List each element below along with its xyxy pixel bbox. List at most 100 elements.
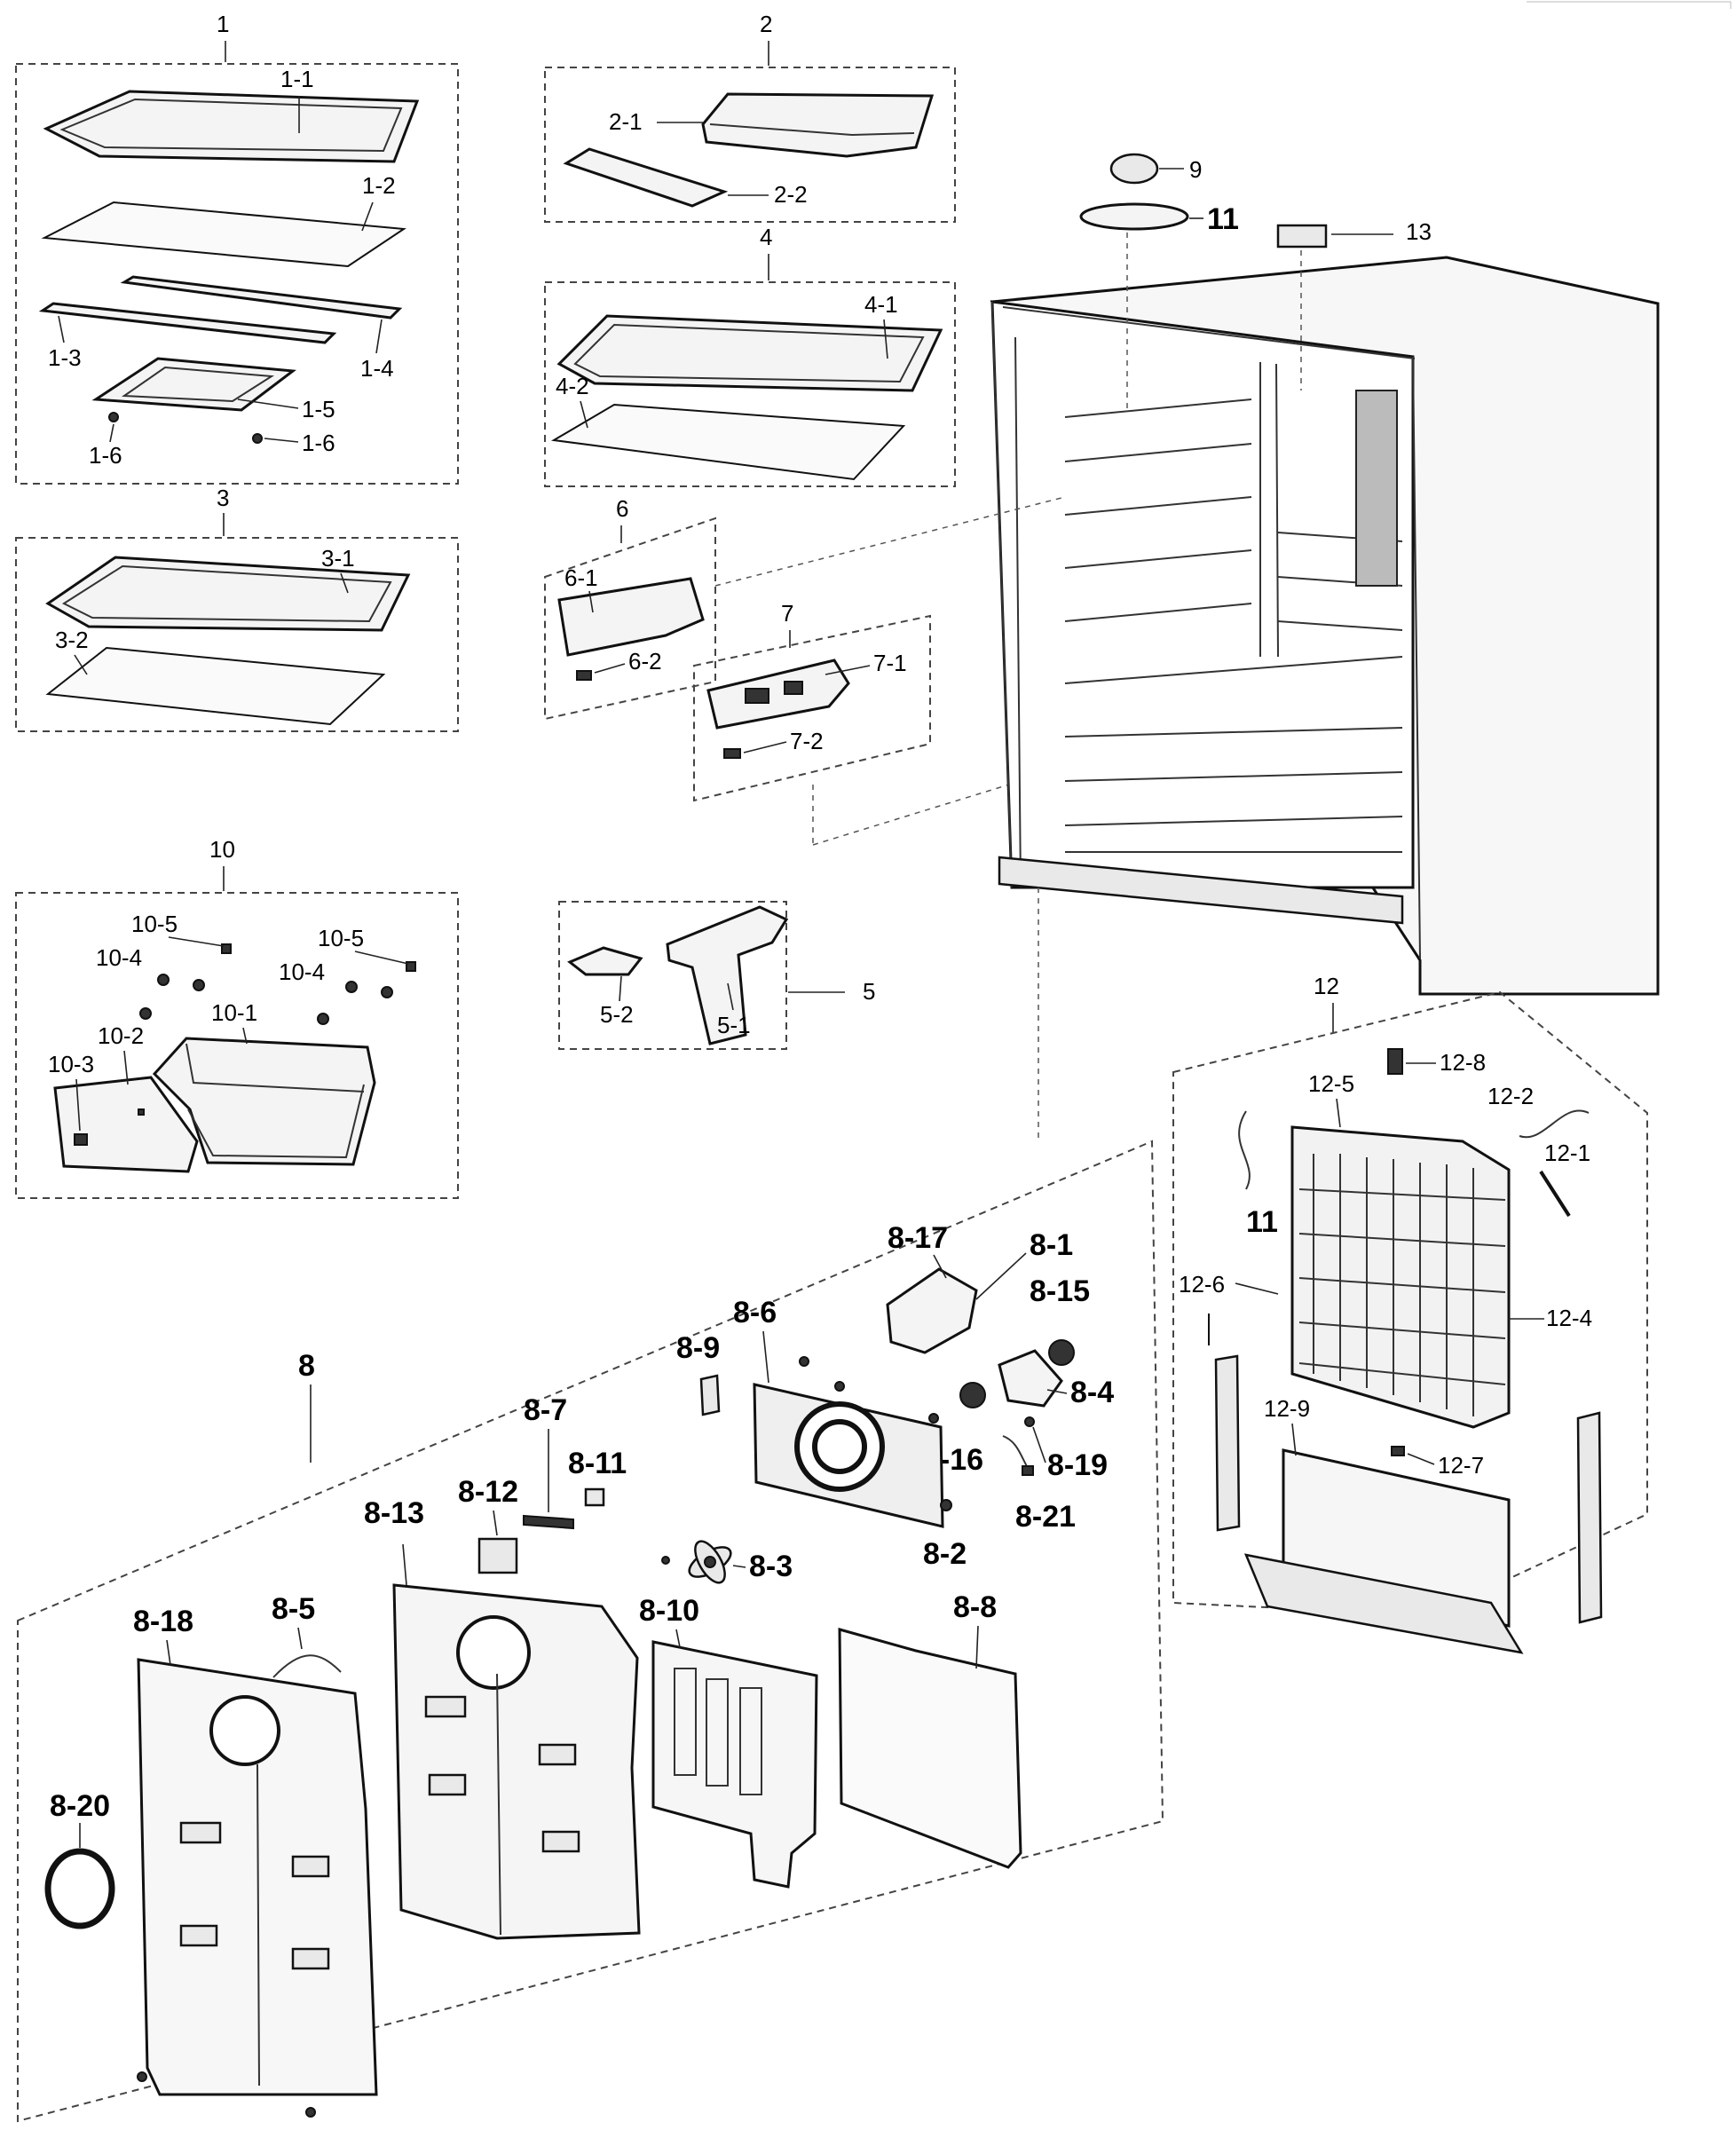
screw-8-2 [940,1499,952,1511]
drawer-front-2-2 [563,147,729,208]
label-8-8: 8-8 [953,1590,997,1624]
label-10-5b: 10-5 [318,925,364,951]
label-1-4: 1-4 [360,355,394,382]
label-4-2: 4-2 [556,373,589,399]
group-1: 1 1-1 1-2 1-3 1-4 1-5 1-6 1-6 [15,11,459,485]
clip-6-2 [576,670,592,681]
fan-blade-8-3 [688,1540,732,1584]
label-12-5: 12-5 [1308,1070,1354,1097]
group-12: 12 12-5 12-4 12-8 12-2 [1172,973,1648,1654]
shelf-glass-4-2 [550,403,906,481]
label-10-5a: 10-5 [131,911,178,937]
fan-motor-8-4 [998,1349,1063,1408]
group-5-label: 5 [863,978,875,1005]
group-10: 10 10-5 10-5 10-4 10-4 10-1 10-2 10-3 [15,836,459,1199]
label-8-2: 8-2 [923,1537,967,1571]
label-8-13: 8-13 [364,1496,424,1530]
evaporator-12-4 [1290,1125,1511,1429]
clip-7-2 [723,748,741,759]
cabinet: 9 11 13 [714,153,1660,1141]
heater-12-1 [1539,1170,1571,1218]
label-12-6: 12-6 [1179,1271,1225,1298]
group-2-label: 2 [760,11,772,37]
label-9: 9 [1189,156,1202,183]
label-8-1: 8-1 [1030,1228,1073,1262]
label-7-2: 7-2 [790,728,824,754]
side-duct-right [1576,1411,1603,1624]
fan-housing-8-1 [886,1267,978,1354]
group-3: 3 3-1 3-2 [15,485,459,732]
group-6: 6 6-1 6-2 [544,495,716,721]
label-11: 11 [1207,202,1239,236]
sensor-12-2 [1519,1109,1590,1139]
label-1-1: 1-1 [280,66,314,92]
label-8-11: 8-11 [568,1447,627,1480]
label-10-4a: 10-4 [96,944,142,971]
cabinet-shelf-lines [1064,398,1403,853]
evaporator-fins [1298,1154,1506,1416]
group-7-label: 7 [781,600,793,627]
group-3-label: 3 [217,485,229,511]
group-2: 2 2-1 2-2 [544,11,956,223]
shelf-rail-1-3 [38,302,337,344]
label-2-1: 2-1 [609,108,643,135]
label-8-3: 8-3 [749,1550,793,1583]
label-8-12: 8-12 [458,1475,518,1509]
label-8-6: 8-6 [733,1296,777,1329]
part-8-7 [523,1514,574,1530]
screw-1-6b [252,433,263,444]
shelf-frame-3-1 [45,556,411,632]
bracket-5-1 [666,905,789,1045]
clip-10-5a [221,943,232,954]
slide-frame-1-5 [91,357,296,412]
screw-1-6 [108,412,119,422]
lamp-9 [1109,153,1159,185]
clip-10-3 [74,1133,88,1146]
part-13 [1276,224,1328,248]
label-8-21: 8-21 [1015,1500,1076,1534]
side-duct-left [1214,1354,1241,1532]
part-12-8 [1387,1048,1403,1075]
label-10-4b: 10-4 [279,958,325,985]
group-5: 5 5-1 5-2 [558,901,875,1050]
label-8-7: 8-7 [524,1393,567,1427]
label-8-5: 8-5 [272,1592,315,1626]
shelf-glass-3-2 [45,646,386,726]
label-8-10: 8-10 [639,1594,699,1628]
label-8-9: 8-9 [676,1331,720,1365]
grommet-8-15 [1048,1339,1075,1366]
label-12-1: 12-1 [1544,1140,1590,1166]
label-1-3: 1-3 [48,344,82,371]
label-8-20: 8-20 [50,1789,110,1823]
label-8-19: 8-19 [1047,1448,1108,1482]
label-12-8: 12-8 [1440,1049,1486,1076]
group-8: 8 8-17 8-1 8-15 8-4 8-16 8-19 8-21 8-6 [17,1140,1164,2123]
label-8-17: 8-17 [888,1221,948,1255]
label-13: 13 [1406,218,1432,245]
label-8-4: 8-4 [1070,1376,1114,1409]
back-plate-8-8 [838,1628,1022,1869]
part-8-16 [959,1382,986,1408]
label-3-2: 3-2 [55,627,89,653]
label-11b: 11 [1246,1205,1278,1239]
label-1-6a: 1-6 [89,442,122,469]
cover-6-1 [557,577,705,657]
group-8-label: 8 [298,1349,315,1383]
label-1-5: 1-5 [302,396,335,422]
label-12-9: 12-9 [1264,1395,1310,1422]
insulation-8-10 [651,1640,818,1889]
control-panel-7-1 [706,659,850,730]
group-4-label: 4 [760,224,772,250]
label-12-2: 12-2 [1487,1083,1534,1109]
part-8-21 [1022,1465,1034,1476]
lamp-cover-11 [1079,202,1189,231]
label-12-7: 12-7 [1438,1452,1484,1479]
label-6-1: 6-1 [564,564,598,591]
group-1-label: 1 [217,11,229,37]
label-5-2: 5-2 [600,1001,634,1028]
group-4: 4 4-1 4-2 [544,224,956,487]
cap-5-2 [567,946,643,976]
label-12-4: 12-4 [1546,1305,1592,1331]
label-10-2: 10-2 [98,1022,144,1049]
